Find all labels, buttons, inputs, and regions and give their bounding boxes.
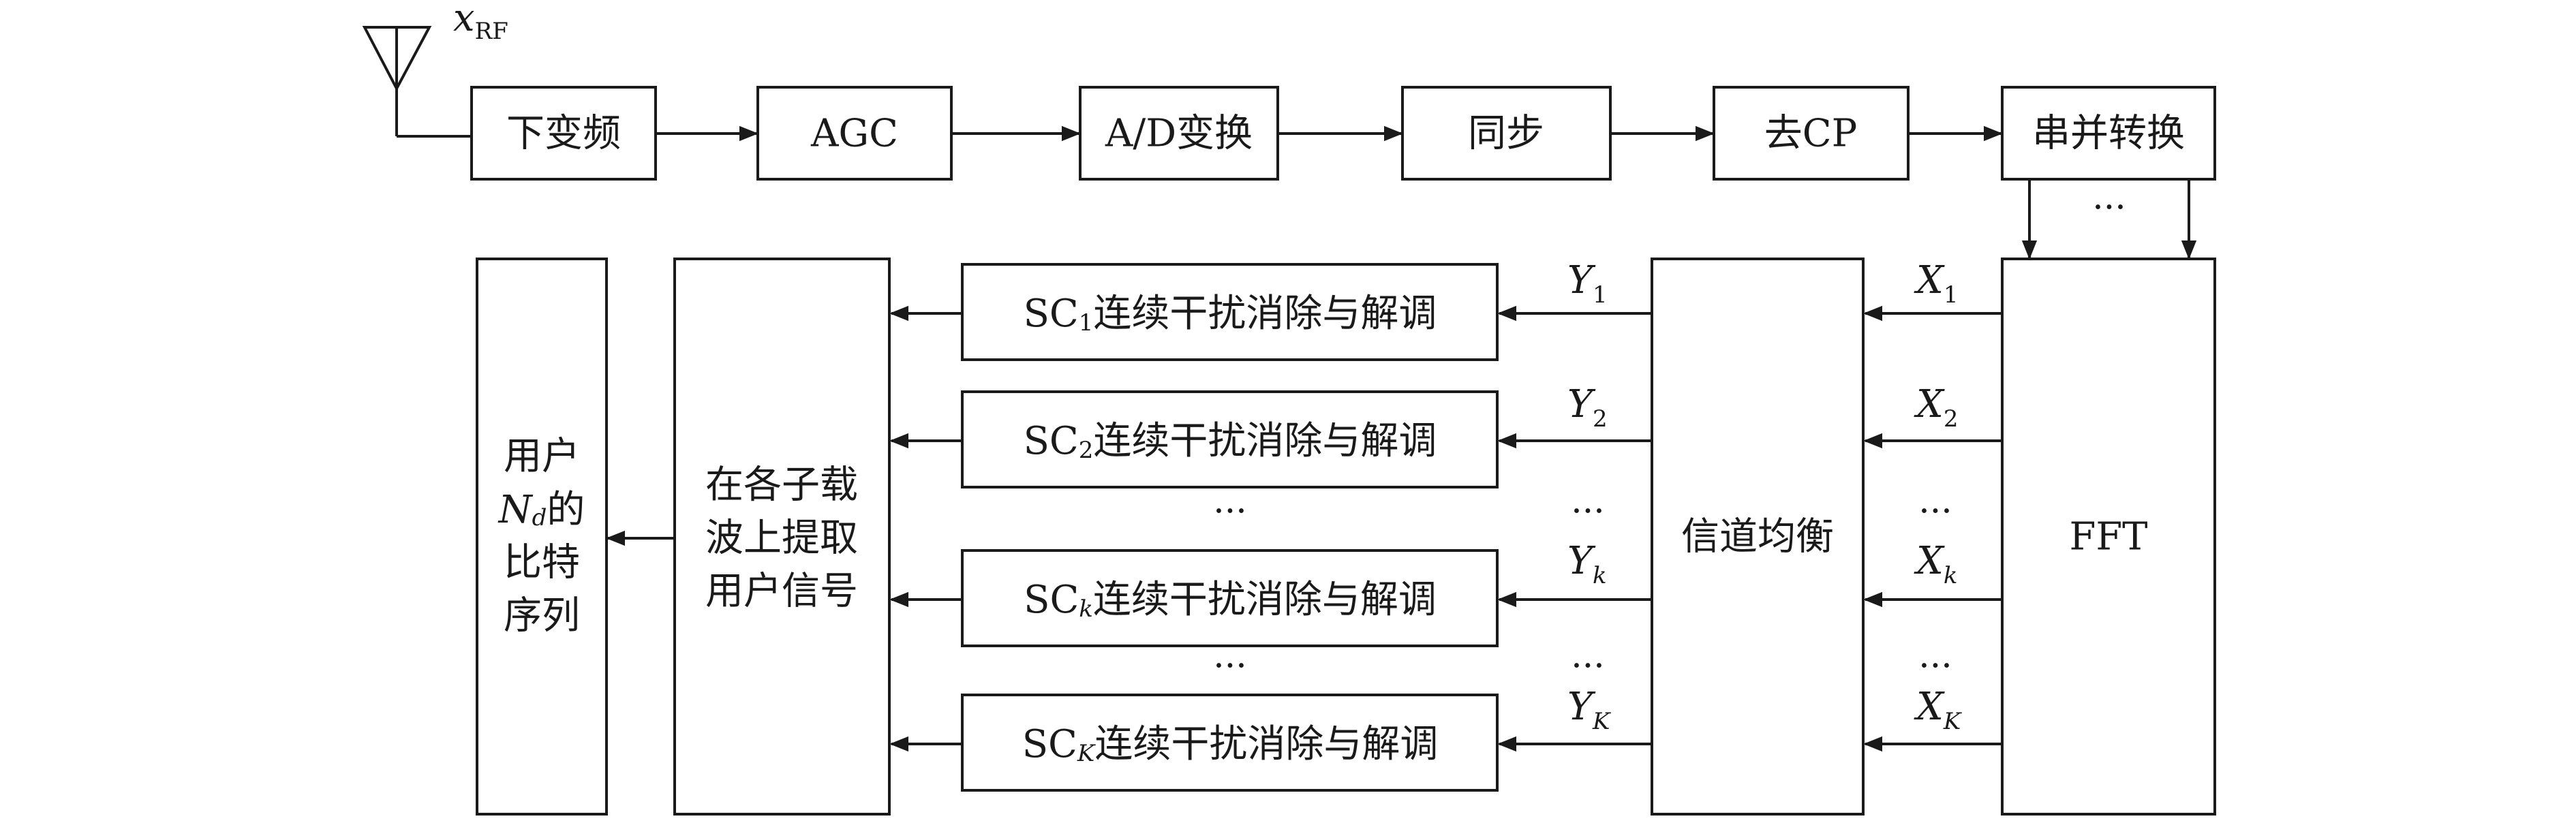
svg-text:FFT: FFT (2069, 515, 2147, 559)
label-y2: Y2 (1567, 382, 1608, 433)
block-agc: AGC (756, 86, 953, 181)
block-channel-equalizer: 信道均衡 (1651, 258, 1865, 816)
svg-text:用户信号: 用户信号 (705, 570, 858, 614)
label-yK: YK (1567, 685, 1612, 735)
sc-block-k-label: SCk连续干扰消除与解调 (1024, 578, 1437, 623)
sc-block-K (961, 694, 1499, 792)
svg-text:AGC: AGC (810, 112, 898, 156)
svg-text:下变频: 下变频 (506, 112, 621, 156)
ellipsis-x-lower: ··· (1918, 646, 1952, 687)
ellipsis-x-middle: ··· (1918, 491, 1952, 532)
output-nd-line: Nd的 (497, 488, 585, 532)
svg-text:波上提取: 波上提取 (705, 516, 858, 561)
sc-block-1-label: SC1连续干扰消除与解调 (1024, 292, 1437, 337)
svg-text:比特: 比特 (504, 541, 580, 585)
ellipsis-sc-lower: ··· (1213, 646, 1247, 687)
svg-text:在各子载: 在各子载 (705, 463, 858, 508)
svg-text:A/D变换: A/D变换 (1105, 112, 1253, 156)
svg-text:同步: 同步 (1468, 112, 1544, 156)
block-user-bit-sequence: 用户 Nd的 比特 序列 (476, 258, 608, 816)
sc-row-1: SC1连续干扰消除与解调 X1 Y1 (889, 258, 2002, 361)
label-yk: Yk (1567, 539, 1607, 589)
sc-block-2 (961, 390, 1499, 488)
label-xK: XK (1914, 685, 1963, 735)
label-y1: Y1 (1567, 258, 1608, 309)
svg-text:序列: 序列 (504, 594, 580, 638)
svg-text:用户: 用户 (504, 435, 580, 479)
block-extract-user-signal: 在各子载 波上提取 用户信号 (673, 258, 891, 816)
svg-text:信道均衡: 信道均衡 (1681, 515, 1834, 559)
sc-block-2-label: SC2连续干扰消除与解调 (1024, 419, 1437, 465)
ellipsis-y-middle: ··· (1571, 491, 1605, 532)
label-x2: X2 (1914, 382, 1959, 433)
ellipsis-y-lower: ··· (1571, 646, 1605, 687)
svg-text:串并转换: 串并转换 (2032, 112, 2185, 156)
sc-block-K-label: SCK连续干扰消除与解调 (1022, 722, 1439, 768)
sc-row-2: SC2连续干扰消除与解调 X2 Y2 (889, 382, 2002, 488)
sc-row-k: SCk连续干扰消除与解调 Xk Yk (889, 539, 2002, 647)
ellipsis-sp-fft: ··· (2092, 187, 2126, 228)
block-sync: 同步 (1401, 86, 1612, 181)
ellipsis-sc-middle: ··· (1213, 491, 1247, 532)
block-fft: FFT (2001, 258, 2216, 816)
block-remove-cp: 去CP (1713, 86, 1910, 181)
antenna-signal-label: xRF (453, 0, 508, 45)
label-x1: X1 (1914, 258, 1959, 309)
antenna-icon (362, 26, 472, 138)
block-serial-parallel: 串并转换 (2001, 86, 2216, 181)
block-ad-convert: A/D变换 (1079, 86, 1279, 181)
svg-text:去CP: 去CP (1764, 112, 1858, 156)
sc-row-K: SCK连续干扰消除与解调 XK YK (889, 685, 2002, 792)
block-downconvert: 下变频 (470, 86, 657, 181)
label-xk: Xk (1914, 539, 1957, 589)
